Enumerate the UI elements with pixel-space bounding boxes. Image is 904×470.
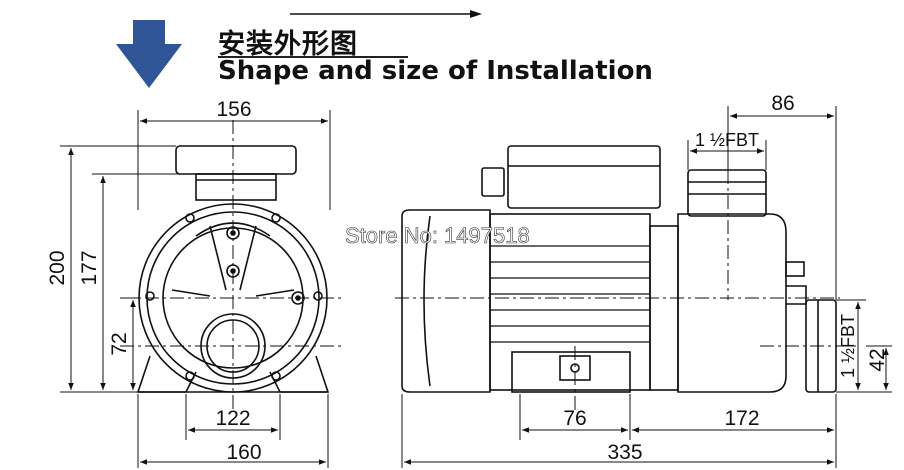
front-dimensions — [60, 110, 331, 468]
inlet-port — [687, 169, 767, 217]
dim-177: 177 — [78, 250, 101, 285]
dim-172: 172 — [724, 407, 759, 430]
store-watermark: Store No: 1497518 — [345, 223, 530, 248]
dim-335: 335 — [607, 441, 642, 464]
dim-inlet-thread: 1 ½FBT — [695, 130, 759, 150]
header-rule — [290, 10, 482, 18]
dim-76: 76 — [563, 407, 586, 430]
side-dimensions — [401, 106, 892, 468]
dim-200: 200 — [46, 250, 69, 285]
dim-42: 42 — [866, 348, 889, 371]
motor-end-cap — [401, 209, 491, 393]
side-view — [395, 120, 860, 410]
cable-gland — [481, 167, 505, 197]
terminal-box-top — [175, 145, 297, 175]
dim-86: 86 — [771, 92, 794, 115]
motor-base — [511, 351, 631, 393]
terminal-box — [507, 145, 661, 209]
pump-adapter — [649, 225, 679, 391]
dim-156: 156 — [216, 98, 251, 121]
front-view — [120, 120, 345, 410]
dim-outlet-thread: 1 ½FBT — [838, 314, 858, 378]
pump-head — [677, 213, 787, 393]
dim-160: 160 — [226, 441, 261, 464]
terminal-box-neck — [195, 173, 277, 201]
title-english: Shape and size of Installation — [218, 56, 653, 86]
down-arrow-icon — [116, 20, 182, 88]
title-chinese: 安装外形图 — [218, 29, 358, 60]
dim-72: 72 — [108, 332, 131, 355]
dim-122: 122 — [215, 407, 250, 430]
title-underline — [218, 56, 408, 58]
